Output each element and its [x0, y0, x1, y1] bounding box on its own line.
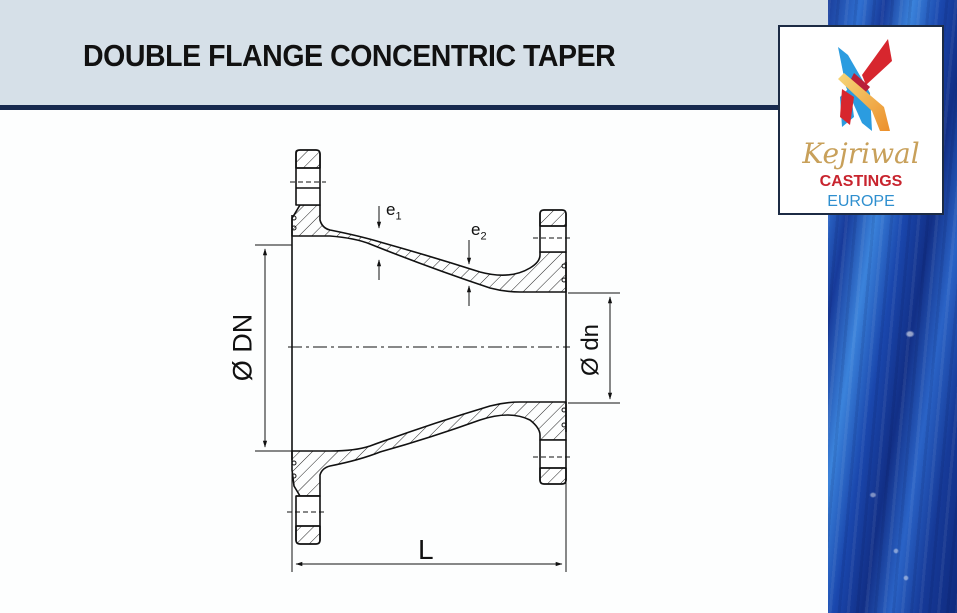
- header-divider: [0, 105, 830, 110]
- e2-label: e2: [471, 220, 487, 242]
- wall-thickness-arrows: [376, 206, 472, 306]
- dn-dimension: [255, 244, 292, 452]
- e1-letter: e: [386, 200, 396, 219]
- e2-subscript: 2: [480, 230, 487, 243]
- logo-region-text: EUROPE: [827, 193, 895, 210]
- e2-letter: e: [471, 220, 481, 239]
- dn-label: Ø DN: [227, 313, 258, 382]
- logo-company-text: CASTINGS: [819, 173, 903, 190]
- small-dn-dimension: [568, 292, 620, 404]
- slide-title: DOUBLE FLANGE CONCENTRIC TAPER: [83, 38, 616, 73]
- length-dimension: [291, 432, 567, 572]
- small-dn-label: Ø dn: [577, 323, 604, 377]
- ribbon-emblem-icon: [838, 39, 892, 131]
- company-logo: Kejriwal CASTINGS EUROPE: [778, 25, 944, 215]
- length-label: L: [418, 534, 434, 566]
- pipe-body-outline: [291, 149, 567, 545]
- e1-label: e1: [386, 200, 402, 222]
- logo-script-text: Kejriwal: [802, 137, 920, 170]
- length-label-text: L: [418, 534, 434, 565]
- e1-subscript: 1: [395, 210, 402, 223]
